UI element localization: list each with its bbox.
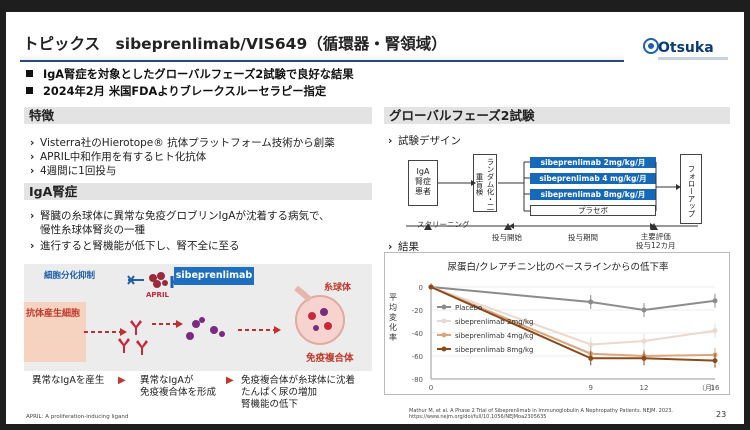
data-point (712, 328, 718, 334)
caption-1: 異常なIgAを産生 (32, 375, 105, 386)
reference-note: Mathur M, et al. A Phase 2 Trial of Sibe… (409, 408, 673, 420)
caption-arrow-2: ▶ (226, 375, 234, 386)
arm-4mg: sibeprenlimab 4 mg/kg/月 (530, 173, 656, 184)
iga-item-1: ›腎臓の糸球体に異常な免疫グロブリンIgAが沈着する病気で、 (30, 210, 330, 222)
caption-3a: 免疫複合体が糸球体に沈着 (241, 375, 356, 386)
y-tick-label: -20 (412, 307, 423, 315)
legend-marker (441, 332, 447, 338)
page-number: 23 (716, 410, 727, 419)
randomize-box: ランダム化・二重盲検 (473, 154, 497, 212)
x-tick-label: 9 (589, 384, 593, 392)
drug-label: sibeprenlimab (174, 267, 254, 285)
series-line-1 (430, 286, 716, 312)
data-point (712, 298, 718, 304)
screening-label: スクリーニング (417, 220, 470, 229)
legend-marker (441, 318, 447, 324)
otsuka-mark-icon (643, 38, 659, 54)
feature-item-3: ›4週間に1回投与 (30, 165, 117, 177)
dosing-period-label: 投与期間 (568, 233, 598, 242)
data-point (428, 284, 434, 290)
y-tick-label: -60 (412, 353, 423, 361)
results-label: ›結果 (388, 241, 419, 253)
iga-antibody-icons (118, 320, 148, 355)
chart-plot: 0 -20 -40 -60 -80 0 9 12 16（月） Placebo sibeprenlim… (412, 283, 720, 392)
series-line-3 (430, 286, 716, 358)
mechanism-diagram: sibeprenlimab 細胞分化抑制 APRIL 抗体産生細胞 糸球体 免疫… (24, 264, 372, 371)
x-axis-label: （月） (698, 384, 719, 392)
caption-3b: たんぱく尿の増加 (241, 387, 318, 398)
data-point (641, 307, 647, 313)
footnote-april: APRIL: A proliferation-inducing ligand (26, 414, 129, 420)
headline-bullet-2: 2024年2月 米国FDAよりブレークスルーセラピー指定 (26, 83, 326, 99)
data-point (712, 358, 718, 364)
caption-2a: 異常なIgAが (140, 375, 194, 386)
chart-ylabel: 平均変化率 (389, 293, 397, 342)
data-point (588, 299, 594, 305)
legend-label: Placebo (455, 304, 482, 312)
iga-item-2: ›進行すると腎機能が低下し、腎不全に至る (30, 240, 240, 252)
chart-title: 尿蛋白/クレアチニン比のベースラインからの低下率 (447, 262, 669, 273)
x-tick-label: 12 (640, 384, 649, 392)
slide: トピックス sibeprenlimab/VIS649（循環器・腎領域） Otsu… (6, 12, 744, 424)
y-tick-label: 0 (419, 284, 423, 292)
arm-8mg: sibeprenlimab 8mg/kg/月 (530, 189, 656, 200)
trial-heading: グローバルフェーズ2試験 (384, 107, 730, 124)
data-point (588, 355, 594, 361)
mechanism-illustration (24, 272, 345, 362)
glomerulus-label: 糸球体 (324, 283, 352, 293)
iga-item-1-cont: 慢性糸球体腎炎の一種 (40, 224, 145, 236)
glomerulus-icon (295, 295, 345, 345)
logo-tagline (658, 57, 728, 60)
followup-box: フォローアップ (680, 154, 702, 224)
trial-flow-arrows (406, 161, 698, 230)
caption-2b: 免疫複合体を形成 (140, 387, 217, 398)
data-point (641, 338, 647, 344)
caption-3c: 腎機能の低下 (241, 399, 299, 410)
antibody-cell-icon (24, 302, 86, 362)
data-point (641, 355, 647, 361)
legend-label: sibeprenlimab 8mg/kg (455, 346, 534, 354)
complex-label: 免疫複合体 (306, 353, 354, 364)
iga-heading: IgA腎症 (24, 183, 372, 200)
legend-label: sibeprenlimab 4mg/kg (455, 332, 534, 340)
results-chart: 尿蛋白/クレアチニン比のベースラインからの低下率 平均変化率 0 -20 -40 -6… (384, 252, 730, 395)
y-tick-label: -40 (412, 330, 423, 338)
cell-label: 抗体産生細胞 (26, 309, 81, 319)
x-tick-label: 0 (429, 384, 433, 392)
legend-marker (441, 346, 447, 352)
y-tick-label: -80 (412, 376, 423, 384)
feature-item-2: ›APRIL中和作用を有するヒト化抗体 (30, 151, 207, 163)
legend-marker (441, 304, 447, 310)
series-line-2 (430, 286, 716, 346)
caption-arrow-1: ▶ (118, 375, 126, 386)
title-shadow (20, 54, 624, 60)
logo-text: Otsuka (658, 40, 714, 56)
feature-item-1: ›Visterra社のHierotope® 抗体プラットフォーム技術から創薬 (30, 137, 335, 149)
company-logo: Otsuka (638, 29, 738, 69)
immune-complex-icons (186, 317, 225, 340)
headline-bullet-1: IgA腎症を対象としたグローバルフェーズ2試験で良好な結果 (26, 66, 354, 82)
data-point (588, 342, 594, 347)
x-tick-label: 16 (711, 384, 720, 392)
series-line-4 (430, 286, 716, 362)
april-label: APRIL (146, 291, 170, 299)
legend-label: sibeprenlimab 2mg/kg (455, 318, 534, 326)
design-label: ›試験デザイン (388, 135, 461, 147)
features-heading: 特徴 (24, 107, 372, 124)
differentiation-label: 細胞分化抑制 (44, 271, 96, 281)
primary-eval-label: 主要評価投与12カ月 (636, 232, 676, 250)
title-divider (20, 60, 624, 62)
page-title: トピックス sibeprenlimab/VIS649（循環器・腎領域） (23, 35, 447, 53)
arm-2mg: sibeprenlimab 2mg/kg/月 (530, 157, 656, 168)
dosing-start-label: 投与開始 (492, 233, 522, 242)
